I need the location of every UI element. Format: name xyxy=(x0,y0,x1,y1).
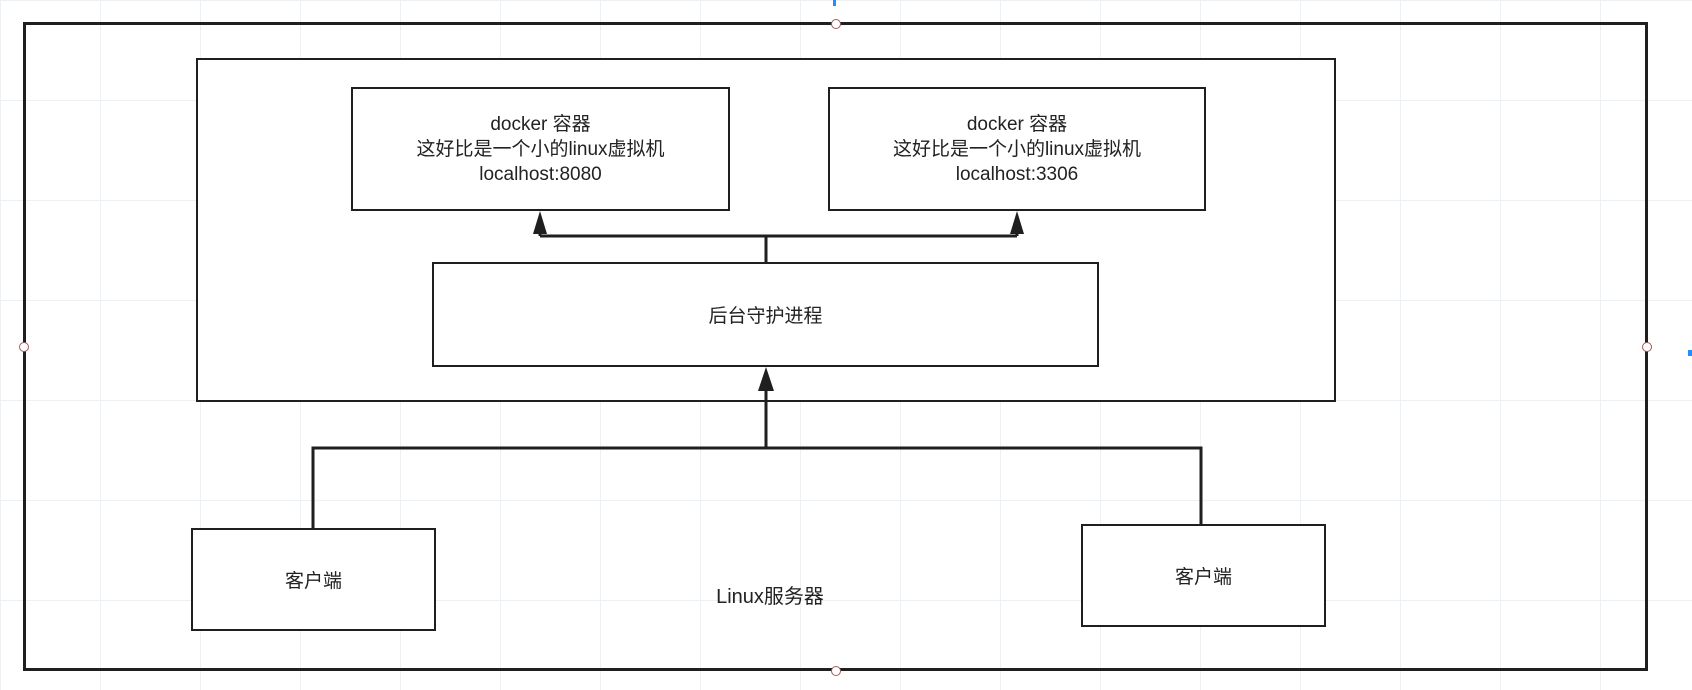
container-address: localhost:3306 xyxy=(955,163,1079,185)
resize-handle-bottom[interactable] xyxy=(831,666,841,676)
container-address: localhost:8080 xyxy=(479,163,602,185)
client-label: 客户端 xyxy=(284,571,342,592)
resize-handle-right[interactable] xyxy=(1642,342,1652,352)
container-description: 这好比是一个小的linux虚拟机 xyxy=(416,138,665,160)
container-title: docker 容器 xyxy=(966,113,1068,135)
docker-container-8080[interactable]: docker 容器 这好比是一个小的linux虚拟机 localhost:808… xyxy=(351,87,730,211)
linux-server-label: Linux服务器 xyxy=(716,586,824,608)
docker-container-3306[interactable]: docker 容器 这好比是一个小的linux虚拟机 localhost:330… xyxy=(828,87,1206,211)
selection-marker-top xyxy=(833,0,836,6)
client-box-right[interactable]: 客户端 xyxy=(1081,524,1326,627)
selection-marker-right xyxy=(1688,350,1692,356)
resize-handle-left[interactable] xyxy=(19,342,29,352)
container-description: 这好比是一个小的linux虚拟机 xyxy=(892,138,1142,160)
daemon-label: 后台守护进程 xyxy=(708,306,823,327)
client-label: 客户端 xyxy=(1174,567,1232,588)
container-title: docker 容器 xyxy=(490,113,591,135)
client-box-left[interactable]: 客户端 xyxy=(191,528,436,631)
resize-handle-top[interactable] xyxy=(831,19,841,29)
daemon-process-box[interactable]: 后台守护进程 xyxy=(432,262,1099,367)
